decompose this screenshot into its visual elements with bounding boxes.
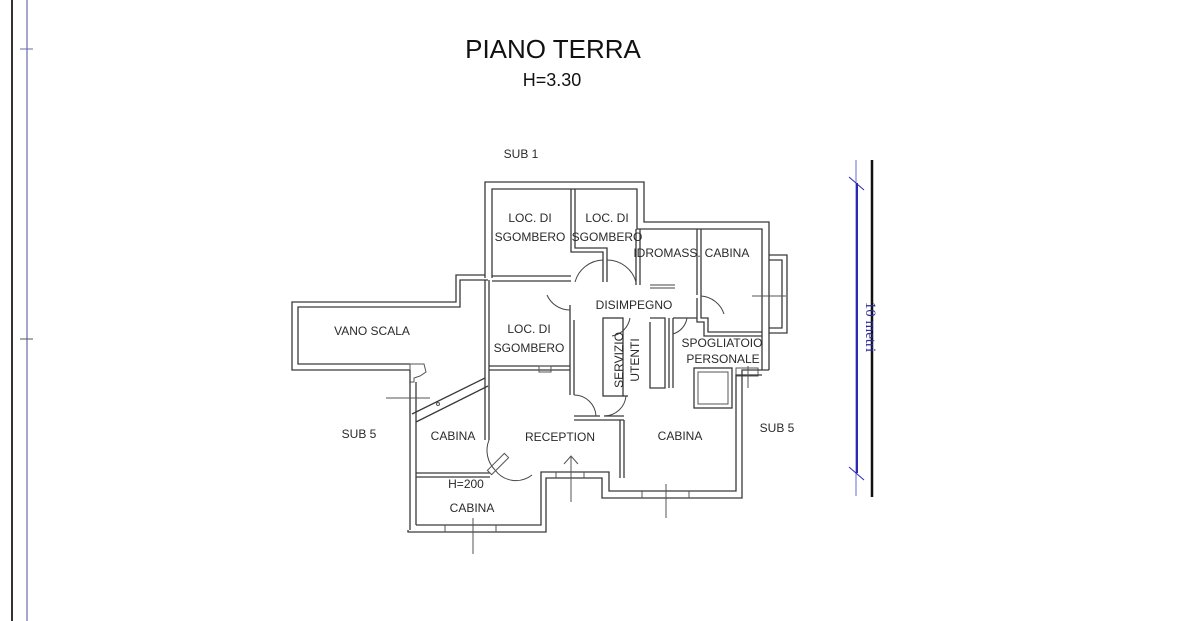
room-label-cabina-right: CABINA	[658, 429, 703, 443]
room-label-idromass: IDROMASS.	[633, 246, 700, 260]
room-label-reception: RECEPTION	[525, 430, 595, 444]
room-label-cabina-bottom: CABINA	[450, 501, 495, 515]
room-label-cabina-left: CABINA	[431, 429, 476, 443]
room-label-loc-sgombero-1: LOC. DI	[508, 211, 551, 225]
section-markers	[386, 295, 786, 554]
room-label-loc-sgombero-2: SGOMBERO	[572, 230, 643, 244]
scale-bar-label: 10 metri	[862, 302, 878, 352]
room-label-disimpegno: DISIMPEGNO	[596, 298, 673, 312]
neighbor-label-right: SUB 5	[760, 421, 795, 435]
room-label-loc-sgombero-3: SGOMBERO	[494, 341, 565, 355]
drawing-height-label: H=3.30	[523, 70, 582, 90]
scale-bar: 10 metri	[848, 160, 878, 497]
neighbor-label-left: SUB 5	[342, 427, 377, 441]
room-label-loc-sgombero-1: SGOMBERO	[495, 230, 566, 244]
room-label-spogliatoio: PERSONALE	[686, 352, 759, 366]
doors	[486, 259, 725, 482]
walls	[291, 181, 788, 533]
neighbor-label-top: SUB 1	[504, 147, 539, 161]
scale-bar-tick	[848, 466, 865, 481]
room-label-cabina-top: CABINA	[705, 246, 750, 260]
room-label-vano-scala: VANO SCALA	[334, 324, 410, 338]
scale-bar-tick	[848, 176, 865, 191]
room-label-cabina-height: H=200	[448, 477, 484, 491]
drawing-title: PIANO TERRA	[465, 34, 641, 64]
room-label-spogliatoio: SPOGLIATOIO	[682, 336, 763, 350]
room-label-servizio-utenti: UTENTI	[628, 338, 642, 381]
room-label-loc-sgombero-2: LOC. DI	[585, 211, 628, 225]
room-label-loc-sgombero-3: LOC. DI	[507, 322, 550, 336]
room-label-servizio-utenti: SERVIZIO	[612, 332, 626, 388]
